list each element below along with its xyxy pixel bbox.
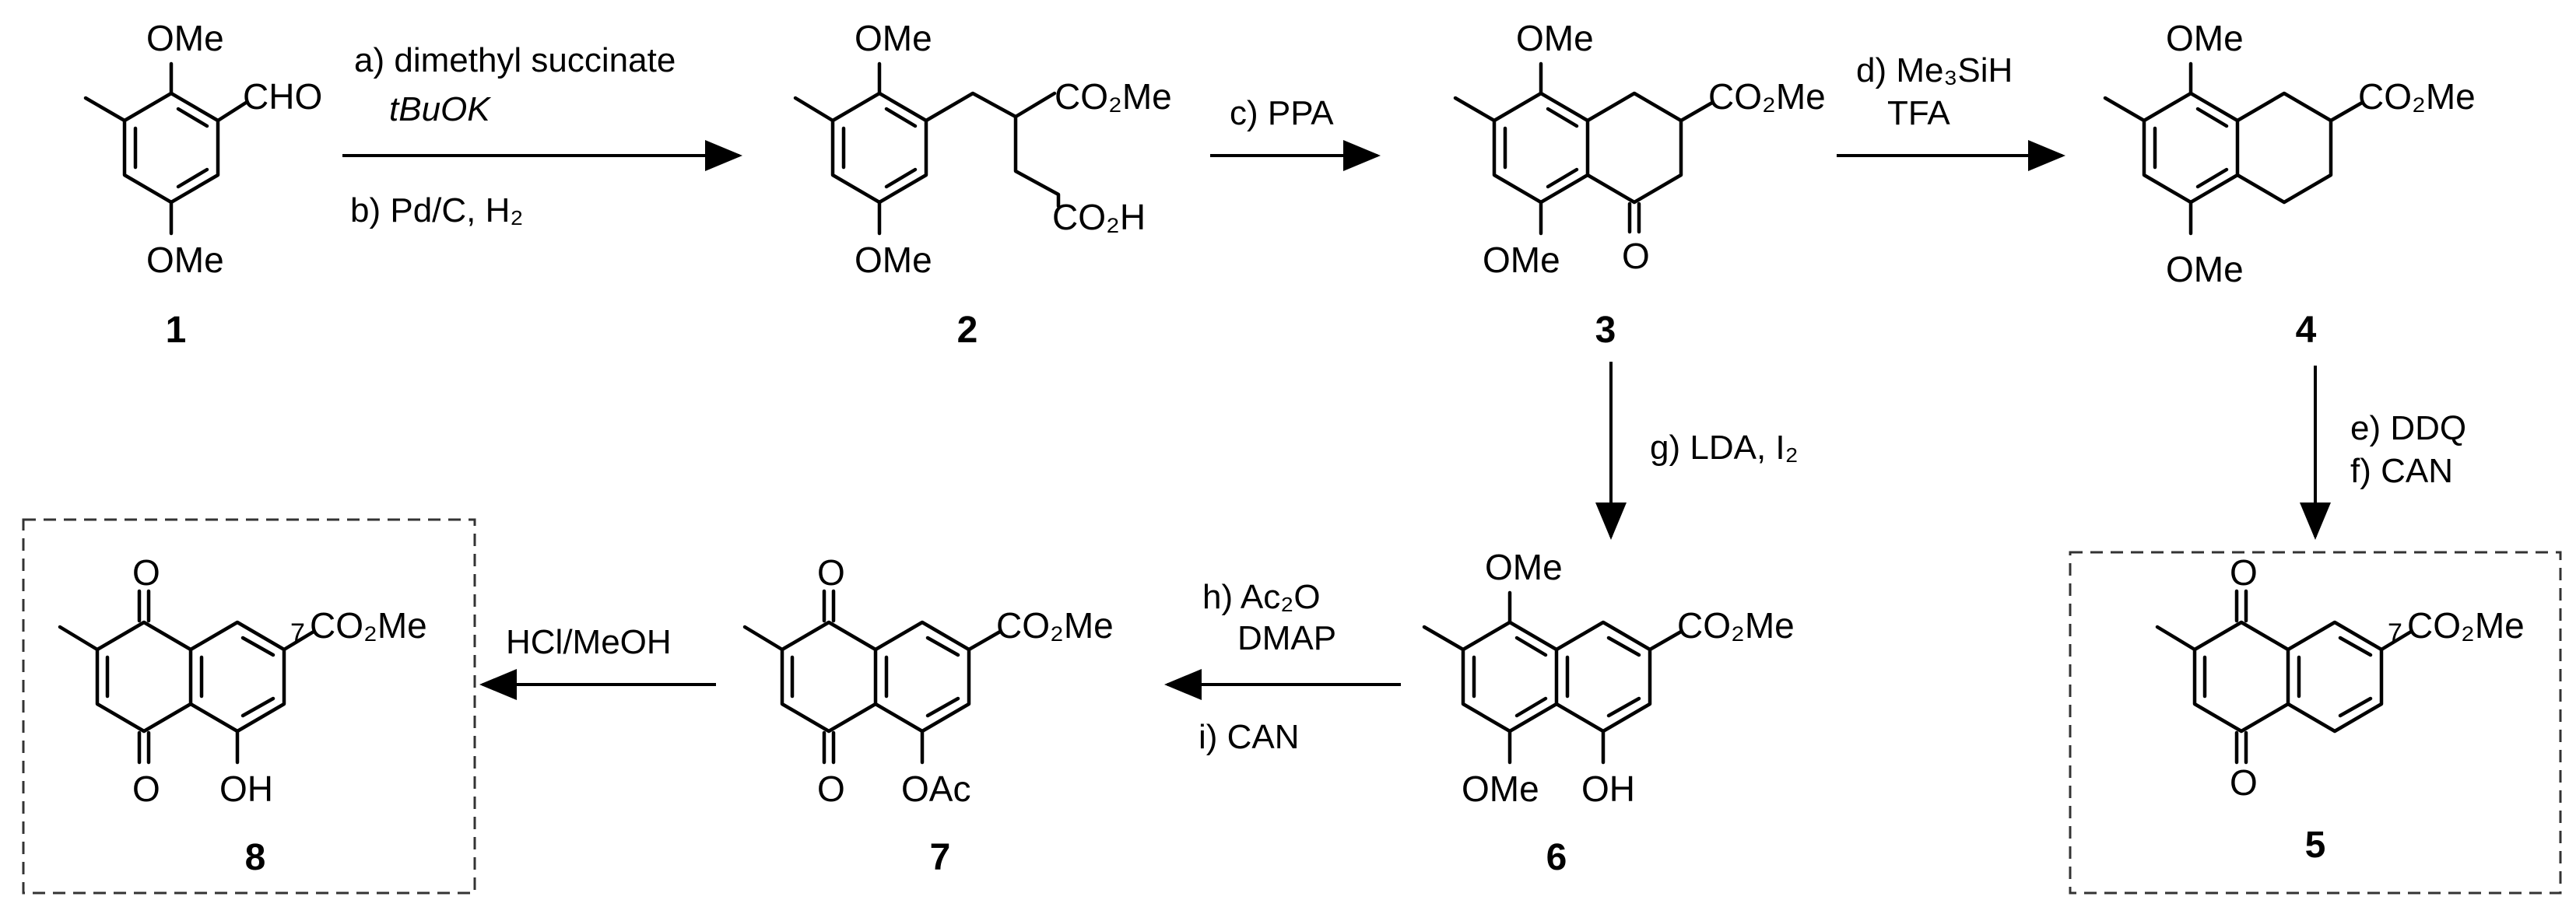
acetate-label: OAc: [901, 769, 970, 809]
compound-number: 6: [1546, 837, 1567, 878]
step-ab: a) dimethyl succinate tBuOK b) Pd/C, H₂: [342, 41, 742, 229]
carboxylic-acid-label: CO₂H: [1052, 197, 1146, 237]
compound-3-structure: [1453, 61, 1714, 236]
quinone-oxygen-label: O: [2230, 552, 2258, 593]
aldehyde-label: CHO: [243, 76, 322, 117]
condition-b: b) Pd/C, H₂: [350, 191, 523, 229]
step-d: d) Me₃SiH TFA: [1837, 51, 2065, 171]
highlight-box: [22, 518, 476, 895]
compound-2-structure: [793, 61, 1061, 236]
compound-number: 8: [245, 837, 266, 878]
condition-h-line2: DMAP: [1237, 619, 1336, 657]
condition-a-line1: a) dimethyl succinate: [354, 41, 676, 79]
quinone-oxygen-label: O: [132, 552, 160, 593]
ome-label: OMe: [1485, 547, 1563, 587]
compound-number: 1: [166, 310, 187, 351]
ome-label: OMe: [1516, 18, 1594, 58]
condition-d-line1: d) Me₃SiH: [1856, 51, 2013, 89]
ome-label: OMe: [146, 240, 224, 280]
quinone-oxygen-label: O: [2230, 762, 2258, 803]
step-hi: h) Ac₂O DMAP i) CAN: [1164, 578, 1401, 756]
step-ef: e) DDQ f) CAN: [2300, 366, 2466, 540]
compound-1: OMe CHO OMe 1: [83, 18, 322, 351]
compound-4: OMe CO₂Me OMe 4: [2103, 18, 2476, 351]
compound-6-structure: [1422, 590, 1683, 765]
step-g: g) LDA, I₂: [1595, 362, 1799, 540]
compound-number: 3: [1595, 310, 1616, 351]
condition-c: c) PPA: [1230, 94, 1334, 132]
condition-f: f) CAN: [2350, 452, 2453, 490]
compound-4-structure: [2103, 61, 2364, 236]
condition-hcl-meoh: HCl/MeOH: [506, 623, 672, 661]
compound-number: 2: [957, 310, 978, 351]
compound-6: OMe CO₂Me OMe OH 6: [1422, 547, 1795, 878]
ome-label: OMe: [1462, 769, 1539, 809]
methyl-ester-label: CO₂Me: [1708, 76, 1826, 117]
quinone-oxygen-label: O: [132, 769, 160, 809]
hydroxyl-label: OH: [219, 769, 273, 809]
position-number: 7: [2388, 618, 2402, 648]
compound-number: 4: [2296, 310, 2317, 351]
highlight-box: [2069, 551, 2562, 895]
condition-i: i) CAN: [1199, 718, 1300, 756]
methyl-ester-label: CO₂Me: [2358, 76, 2476, 117]
ome-label: OMe: [855, 18, 932, 58]
ketone-oxygen-label: O: [1622, 236, 1650, 276]
methyl-ester-label: CO₂Me: [1055, 76, 1172, 117]
ome-label: OMe: [1483, 240, 1560, 280]
ome-label: OMe: [2166, 18, 2244, 58]
compound-5: O 7 CO₂Me O 5: [2069, 551, 2562, 895]
compound-8: O 7 CO₂Me O OH 8: [22, 518, 476, 895]
step-j: HCl/MeOH: [479, 623, 716, 700]
methyl-ester-label: CO₂Me: [310, 605, 427, 646]
condition-d-line2: TFA: [1887, 94, 1950, 132]
step-c: c) PPA: [1210, 94, 1381, 171]
methyl-ester-label: CO₂Me: [2407, 605, 2525, 646]
condition-h-line1: h) Ac₂O: [1202, 578, 1321, 616]
compound-7-structure: [742, 589, 1002, 765]
ome-label: OMe: [2166, 249, 2244, 289]
hydroxyl-label: OH: [1581, 769, 1635, 809]
quinone-oxygen-label: O: [817, 552, 845, 593]
compound-number: 5: [2305, 825, 2326, 866]
compound-2: OMe CO₂Me CO₂H OMe 2: [793, 18, 1172, 351]
compound-3: OMe CO₂Me O OMe 3: [1453, 18, 1826, 351]
compound-number: 7: [930, 837, 951, 878]
methyl-ester-label: CO₂Me: [996, 605, 1114, 646]
condition-g: g) LDA, I₂: [1650, 429, 1799, 467]
position-number: 7: [290, 618, 305, 648]
compound-5-structure: [2155, 589, 2413, 765]
ome-label: OMe: [146, 18, 224, 58]
compound-8-structure: [58, 589, 316, 765]
quinone-oxygen-label: O: [817, 769, 845, 809]
condition-e: e) DDQ: [2350, 409, 2466, 447]
compound-7: O CO₂Me O OAc 7: [742, 552, 1114, 878]
methyl-ester-label: CO₂Me: [1677, 605, 1795, 646]
ome-label: OMe: [855, 240, 932, 280]
compound-1-structure: [83, 61, 248, 236]
condition-a-line2: tBuOK: [389, 90, 491, 128]
